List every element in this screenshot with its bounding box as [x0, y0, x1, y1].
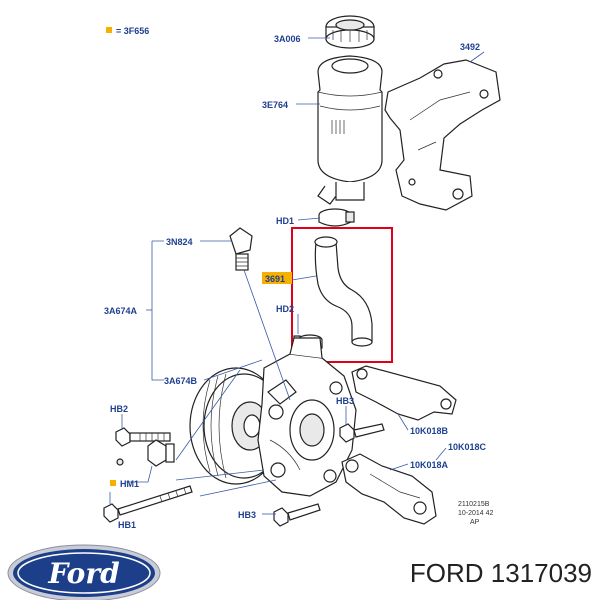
- label-3a674a: 3A674A: [104, 306, 138, 316]
- label-3a674b: 3A674B: [164, 376, 198, 386]
- label-hd2: HD2: [276, 304, 294, 314]
- hose-clamp-top: [318, 208, 355, 227]
- bolt-hb1: [103, 485, 193, 523]
- label-10k018c: 10K018C: [448, 442, 487, 452]
- label-hb3-right: HB3: [336, 396, 354, 406]
- label-hb2: HB2: [110, 404, 128, 414]
- reservoir-bracket: [384, 59, 501, 211]
- part-number-caption: FORD 1317039: [410, 558, 592, 588]
- leader-lines: [109, 37, 485, 515]
- reservoir: [317, 55, 383, 205]
- label-hm1: HM1: [120, 479, 139, 489]
- bolt-hb3-right: [339, 423, 385, 443]
- label-3a006: 3A006: [274, 34, 301, 44]
- bolt-hb2: [115, 427, 171, 447]
- label-hb1: HB1: [118, 520, 136, 530]
- label-3492: 3492: [460, 42, 480, 52]
- mounting-bracket: [341, 365, 457, 525]
- ford-logo-text: Ford: [47, 557, 119, 590]
- label-10k018a: 10K018A: [410, 460, 449, 470]
- legend-text: = 3F656: [116, 26, 149, 36]
- bolt-hb3-bottom: [273, 503, 321, 527]
- reservoir-cap: [325, 15, 375, 49]
- label-3691: 3691: [265, 274, 285, 284]
- nut-hm1: [116, 439, 175, 467]
- pump-body: [257, 337, 357, 497]
- ford-logo: Ford: [7, 544, 161, 600]
- ref-code: 2110215B: [458, 501, 490, 508]
- hose: [314, 236, 373, 347]
- hose-label-marker: [262, 272, 292, 284]
- ref-note: AP: [470, 519, 480, 526]
- label-10k018b: 10K018B: [410, 426, 449, 436]
- label-3e764: 3E764: [262, 100, 288, 110]
- ref-date: 10-2014 42: [458, 510, 494, 517]
- label-hd1: HD1: [276, 216, 294, 226]
- legend-marker: [106, 27, 112, 33]
- label-hb3-bottom: HB3: [238, 510, 256, 520]
- highlight-box: [291, 227, 393, 363]
- pressure-sensor: [229, 227, 253, 271]
- hm1-label-marker: [110, 480, 116, 486]
- label-3n824: 3N824: [166, 237, 193, 247]
